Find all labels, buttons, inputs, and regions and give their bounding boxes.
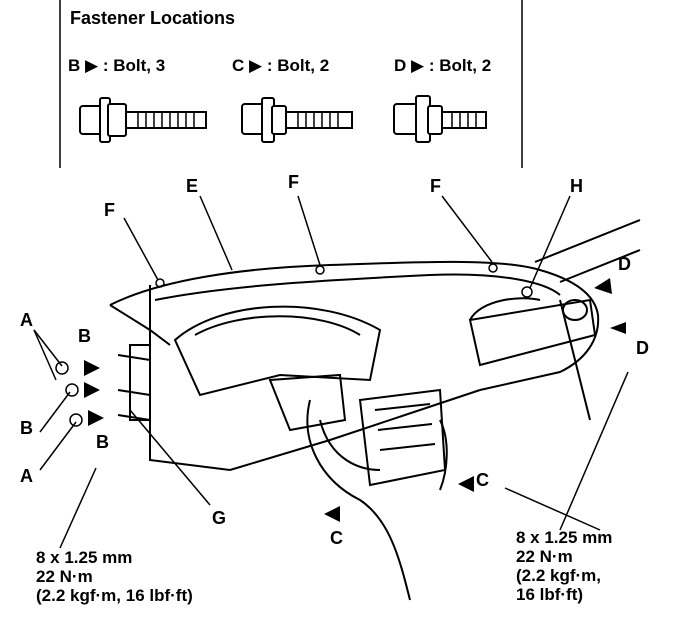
fastener-d-text: : Bolt, 2 <box>428 56 492 75</box>
bolt-c-icon <box>241 97 353 143</box>
torque-spec-left: 8 x 1.25 mm 22 N·m (2.2 kgf·m, 16 lbf·ft… <box>36 548 193 605</box>
callout-a-bottom: A <box>20 466 33 486</box>
bolt-d-icon <box>393 95 487 143</box>
callout-a-top: A <box>20 310 33 330</box>
spec-right-torque: 22 N·m <box>516 547 573 566</box>
spec-right-conversion-1: (2.2 kgf·m, <box>516 566 602 585</box>
bolt-b-icon <box>79 97 207 143</box>
callout-f-left: F <box>104 200 115 220</box>
callout-c-bottom: C <box>330 528 343 548</box>
triangle-arrow-icon: ▶ <box>85 56 99 75</box>
fastener-b-letter: B <box>68 56 81 75</box>
leader-lines <box>33 195 629 549</box>
callout-b-upper: B <box>78 326 91 346</box>
callout-g: G <box>212 508 227 528</box>
triangle-arrow-icon: ▶ <box>249 56 263 75</box>
callout-f-right: F <box>430 176 441 196</box>
callout-f-mid: F <box>288 172 299 192</box>
spec-right-conversion-2: 16 lbf·ft) <box>516 585 584 604</box>
fastener-c-legend: C ▶ : Bolt, 2 <box>232 56 329 76</box>
callout-e: E <box>186 176 199 196</box>
fastener-marks <box>55 263 533 427</box>
callout-b-left: B <box>20 418 33 438</box>
fastener-d-legend: D ▶ : Bolt, 2 <box>394 56 491 76</box>
spec-left-conversion: (2.2 kgf·m, 16 lbf·ft) <box>36 586 193 605</box>
fastener-b-text: : Bolt, 3 <box>102 56 166 75</box>
callout-h: H <box>570 176 583 196</box>
spec-left-size: 8 x 1.25 mm <box>36 548 133 567</box>
callout-d-top: D <box>618 254 631 274</box>
spec-left-torque: 22 N·m <box>36 567 93 586</box>
callout-c-right: C <box>476 470 489 490</box>
fastener-locations-title: Fastener Locations <box>70 8 236 28</box>
fastener-d-letter: D <box>394 56 407 75</box>
fastener-c-letter: C <box>232 56 245 75</box>
torque-spec-right: 8 x 1.25 mm 22 N·m (2.2 kgf·m, 16 lbf·ft… <box>516 528 612 604</box>
fastener-b-legend: B ▶ : Bolt, 3 <box>68 56 165 76</box>
arrowheads <box>84 278 626 522</box>
fastener-c-text: : Bolt, 2 <box>266 56 330 75</box>
callout-d-bottom: D <box>636 338 649 358</box>
callout-b-lower: B <box>96 432 109 452</box>
spec-right-size: 8 x 1.25 mm <box>516 528 613 547</box>
triangle-arrow-icon: ▶ <box>411 56 425 75</box>
dashboard-outline <box>109 219 641 601</box>
